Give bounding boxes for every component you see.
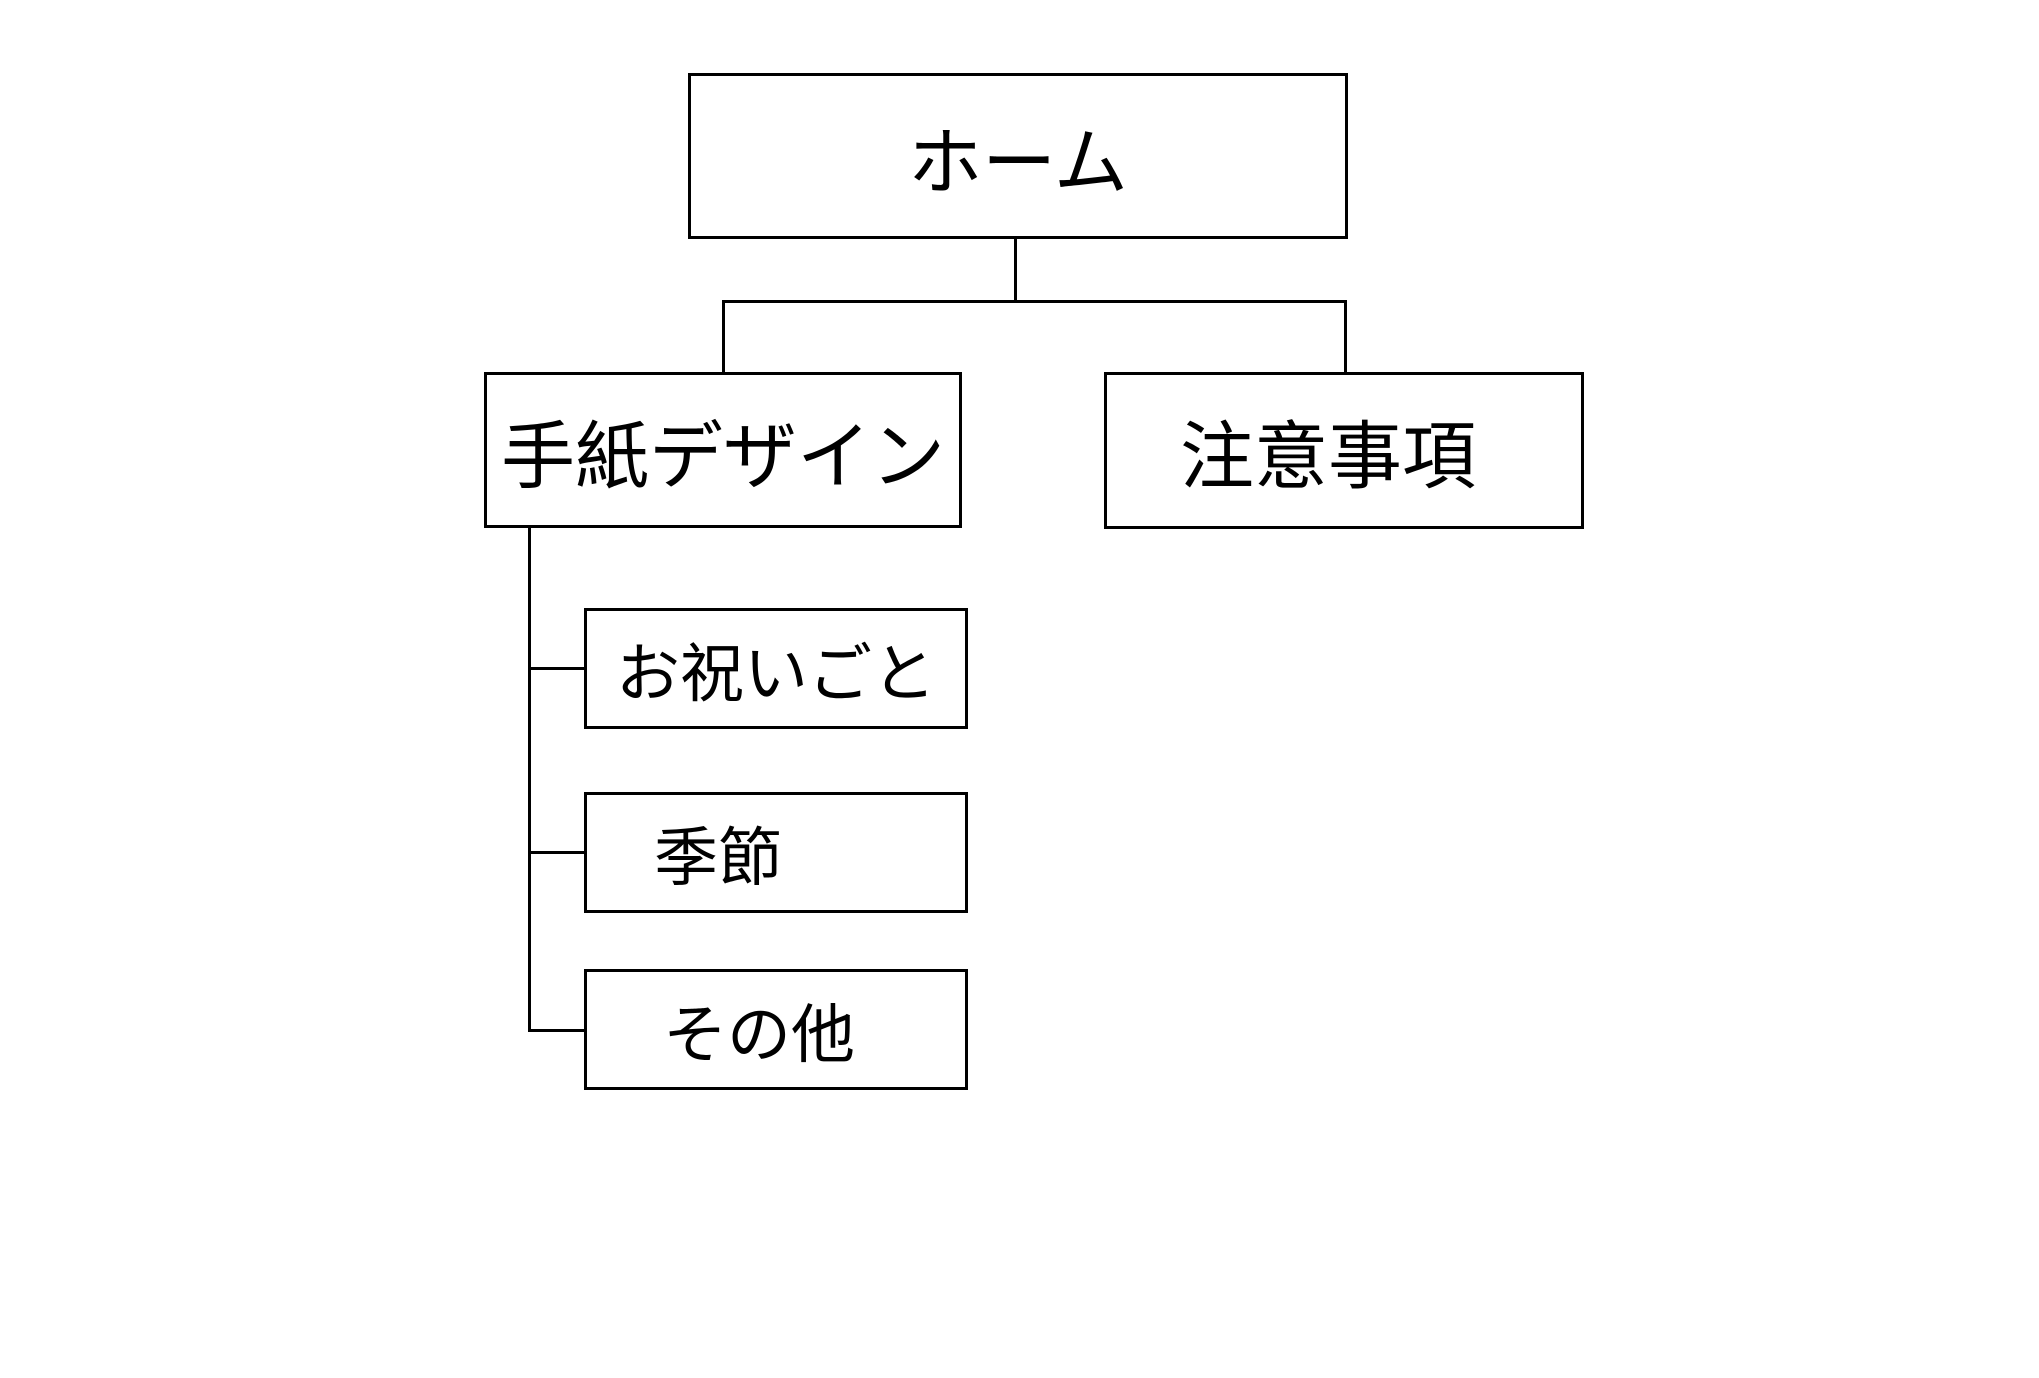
connector-home-stub bbox=[1014, 239, 1017, 303]
node-seasons: 季節 bbox=[584, 792, 968, 913]
node-others: その他 bbox=[584, 969, 968, 1090]
node-others-label: その他 bbox=[663, 998, 855, 1071]
node-home-label: ホーム bbox=[908, 120, 1128, 204]
node-home: ホーム bbox=[688, 73, 1348, 239]
node-notes: 注意事項 bbox=[1104, 372, 1584, 529]
connector-branch-horizontal bbox=[722, 300, 1347, 303]
connector-rail-letter-design bbox=[528, 526, 531, 1032]
connector-stub-celebrations bbox=[528, 667, 586, 670]
node-letter-design-label: 手紙デザイン bbox=[501, 414, 945, 498]
connector-stub-seasons bbox=[528, 851, 586, 854]
node-celebrations: お祝いごと bbox=[584, 608, 968, 729]
node-seasons-label: 季節 bbox=[654, 821, 782, 894]
node-celebrations-label: お祝いごと bbox=[616, 637, 936, 710]
connector-stub-others bbox=[528, 1029, 586, 1032]
node-letter-design: 手紙デザイン bbox=[484, 372, 962, 528]
connector-drop-letter-design bbox=[722, 300, 725, 372]
node-notes-label: 注意事項 bbox=[1180, 415, 1476, 498]
connector-drop-notes bbox=[1344, 300, 1347, 372]
